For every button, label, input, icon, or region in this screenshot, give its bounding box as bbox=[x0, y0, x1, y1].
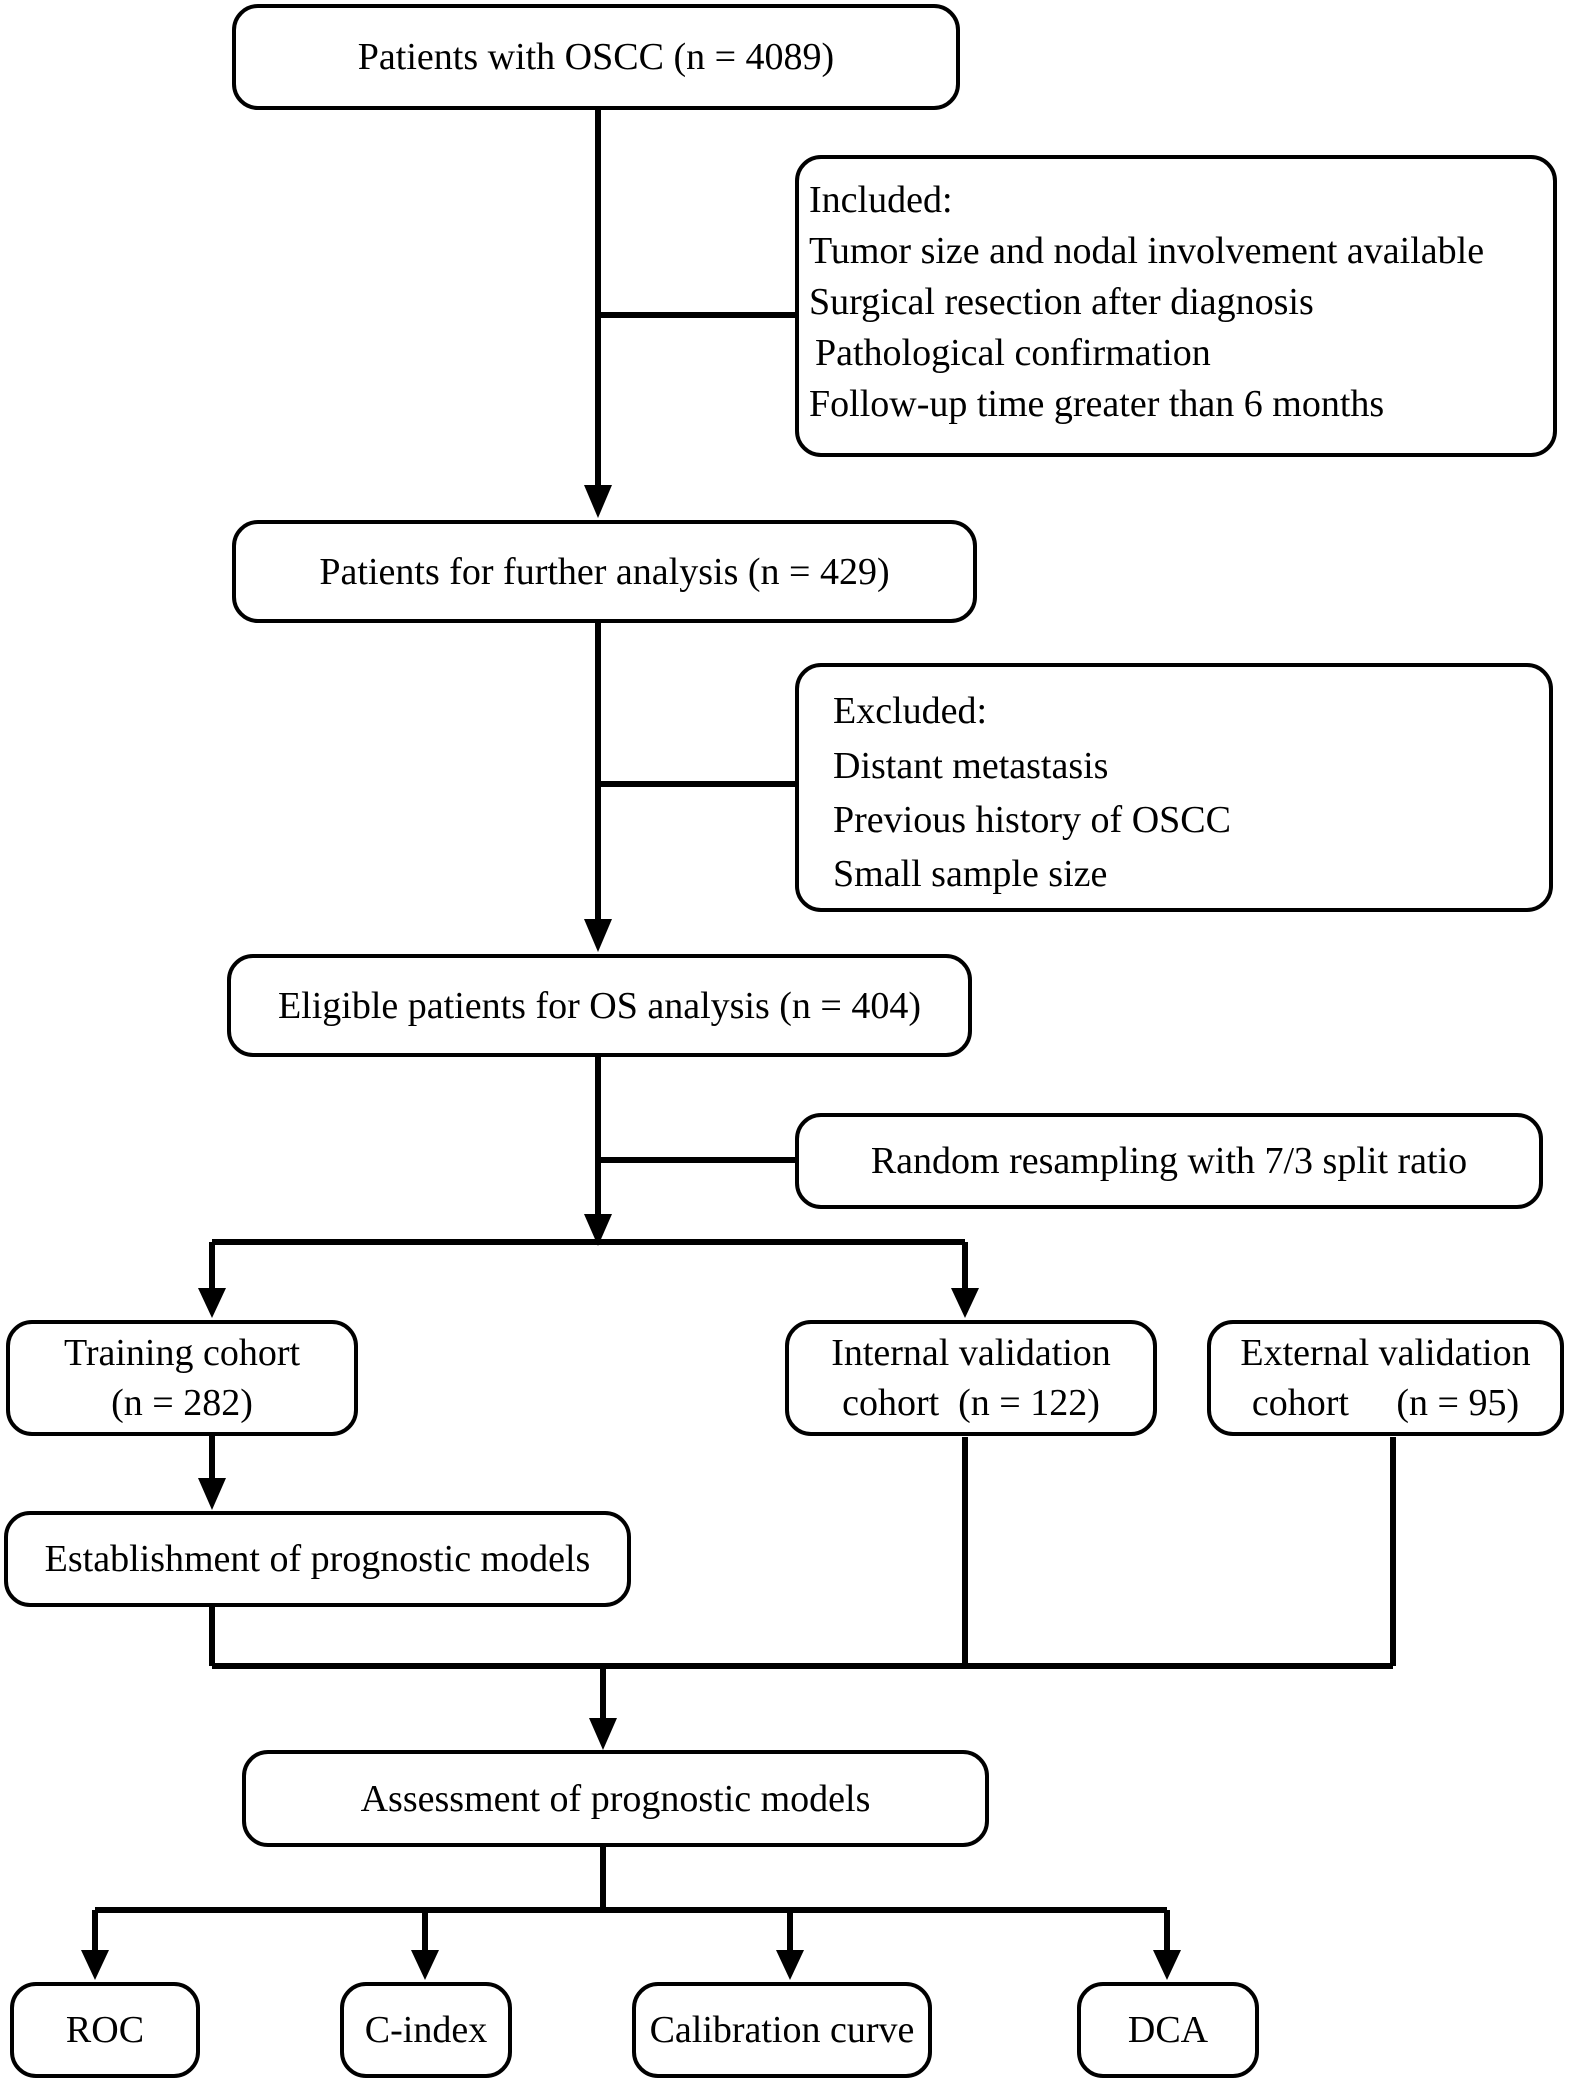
establishment-label: Establishment of prognostic models bbox=[44, 1538, 591, 1580]
excluded-item: Distant metastasis bbox=[833, 745, 1109, 787]
arrowhead-cindex bbox=[411, 1950, 439, 1980]
included-item: Pathological confirmation bbox=[815, 332, 1211, 374]
establishment-box: Establishment of prognostic models bbox=[4, 1511, 631, 1607]
output-label: ROC bbox=[65, 2009, 145, 2051]
training-cohort-count: (n = 282) bbox=[111, 1382, 253, 1424]
arrowhead-calibration bbox=[776, 1950, 804, 1980]
external-validation-box: External validation cohort (n = 95) bbox=[1207, 1320, 1564, 1436]
start-box: Patients with OSCC (n = 4089) bbox=[232, 4, 960, 110]
output-box-calibration-curve: Calibration curve bbox=[632, 1982, 932, 2078]
included-item: Follow-up time greater than 6 months bbox=[809, 383, 1385, 425]
training-cohort-title: Training cohort bbox=[63, 1332, 301, 1374]
output-box-cindex: C-index bbox=[340, 1982, 512, 2078]
output-label: C-index bbox=[364, 2009, 488, 2051]
arrowhead-establishment bbox=[198, 1478, 226, 1510]
further-analysis-label: Patients for further analysis (n = 429) bbox=[319, 550, 890, 593]
included-item: Tumor size and nodal involvement availab… bbox=[809, 230, 1485, 272]
training-cohort-box: Training cohort (n = 282) bbox=[6, 1320, 358, 1436]
excluded-heading: Excluded: bbox=[833, 690, 988, 732]
eligible-box: Eligible patients for OS analysis (n = 4… bbox=[227, 954, 972, 1057]
resampling-label: Random resampling with 7/3 split ratio bbox=[870, 1140, 1468, 1182]
arrowhead-training bbox=[198, 1288, 226, 1318]
excluded-item: Previous history of OSCC bbox=[833, 799, 1231, 841]
internal-validation-count: cohort (n = 122) bbox=[842, 1382, 1100, 1424]
assessment-label: Assessment of prognostic models bbox=[360, 1777, 871, 1820]
further-analysis-box: Patients for further analysis (n = 429) bbox=[232, 520, 977, 623]
external-validation-count: cohort (n = 95) bbox=[1251, 1382, 1520, 1424]
arrowhead-eligible bbox=[584, 919, 612, 952]
output-box-roc: ROC bbox=[10, 1982, 200, 2078]
arrowhead-dca bbox=[1153, 1950, 1181, 1980]
arrowhead-further bbox=[584, 485, 612, 518]
resampling-box: Random resampling with 7/3 split ratio bbox=[795, 1113, 1543, 1209]
eligible-label: Eligible patients for OS analysis (n = 4… bbox=[277, 984, 922, 1027]
included-item: Surgical resection after diagnosis bbox=[809, 281, 1314, 323]
included-criteria-box: Included: Tumor size and nodal involveme… bbox=[795, 155, 1557, 457]
internal-validation-box: Internal validation cohort (n = 122) bbox=[785, 1320, 1157, 1436]
arrowhead-internal bbox=[951, 1288, 979, 1318]
output-label: DCA bbox=[1127, 2009, 1209, 2051]
output-label: Calibration curve bbox=[649, 2009, 915, 2051]
included-heading: Included: bbox=[809, 179, 953, 221]
assessment-box: Assessment of prognostic models bbox=[242, 1750, 989, 1847]
start-label: Patients with OSCC (n = 4089) bbox=[357, 36, 835, 78]
arrowhead-roc bbox=[81, 1950, 109, 1980]
arrowhead-assessment bbox=[589, 1718, 617, 1750]
arrowhead-split bbox=[584, 1214, 612, 1246]
external-validation-title: External validation bbox=[1240, 1332, 1531, 1374]
internal-validation-title: Internal validation bbox=[831, 1332, 1111, 1374]
excluded-item: Small sample size bbox=[833, 853, 1108, 895]
output-box-dca: DCA bbox=[1077, 1982, 1259, 2078]
excluded-criteria-box: Excluded: Distant metastasis Previous hi… bbox=[795, 663, 1553, 912]
